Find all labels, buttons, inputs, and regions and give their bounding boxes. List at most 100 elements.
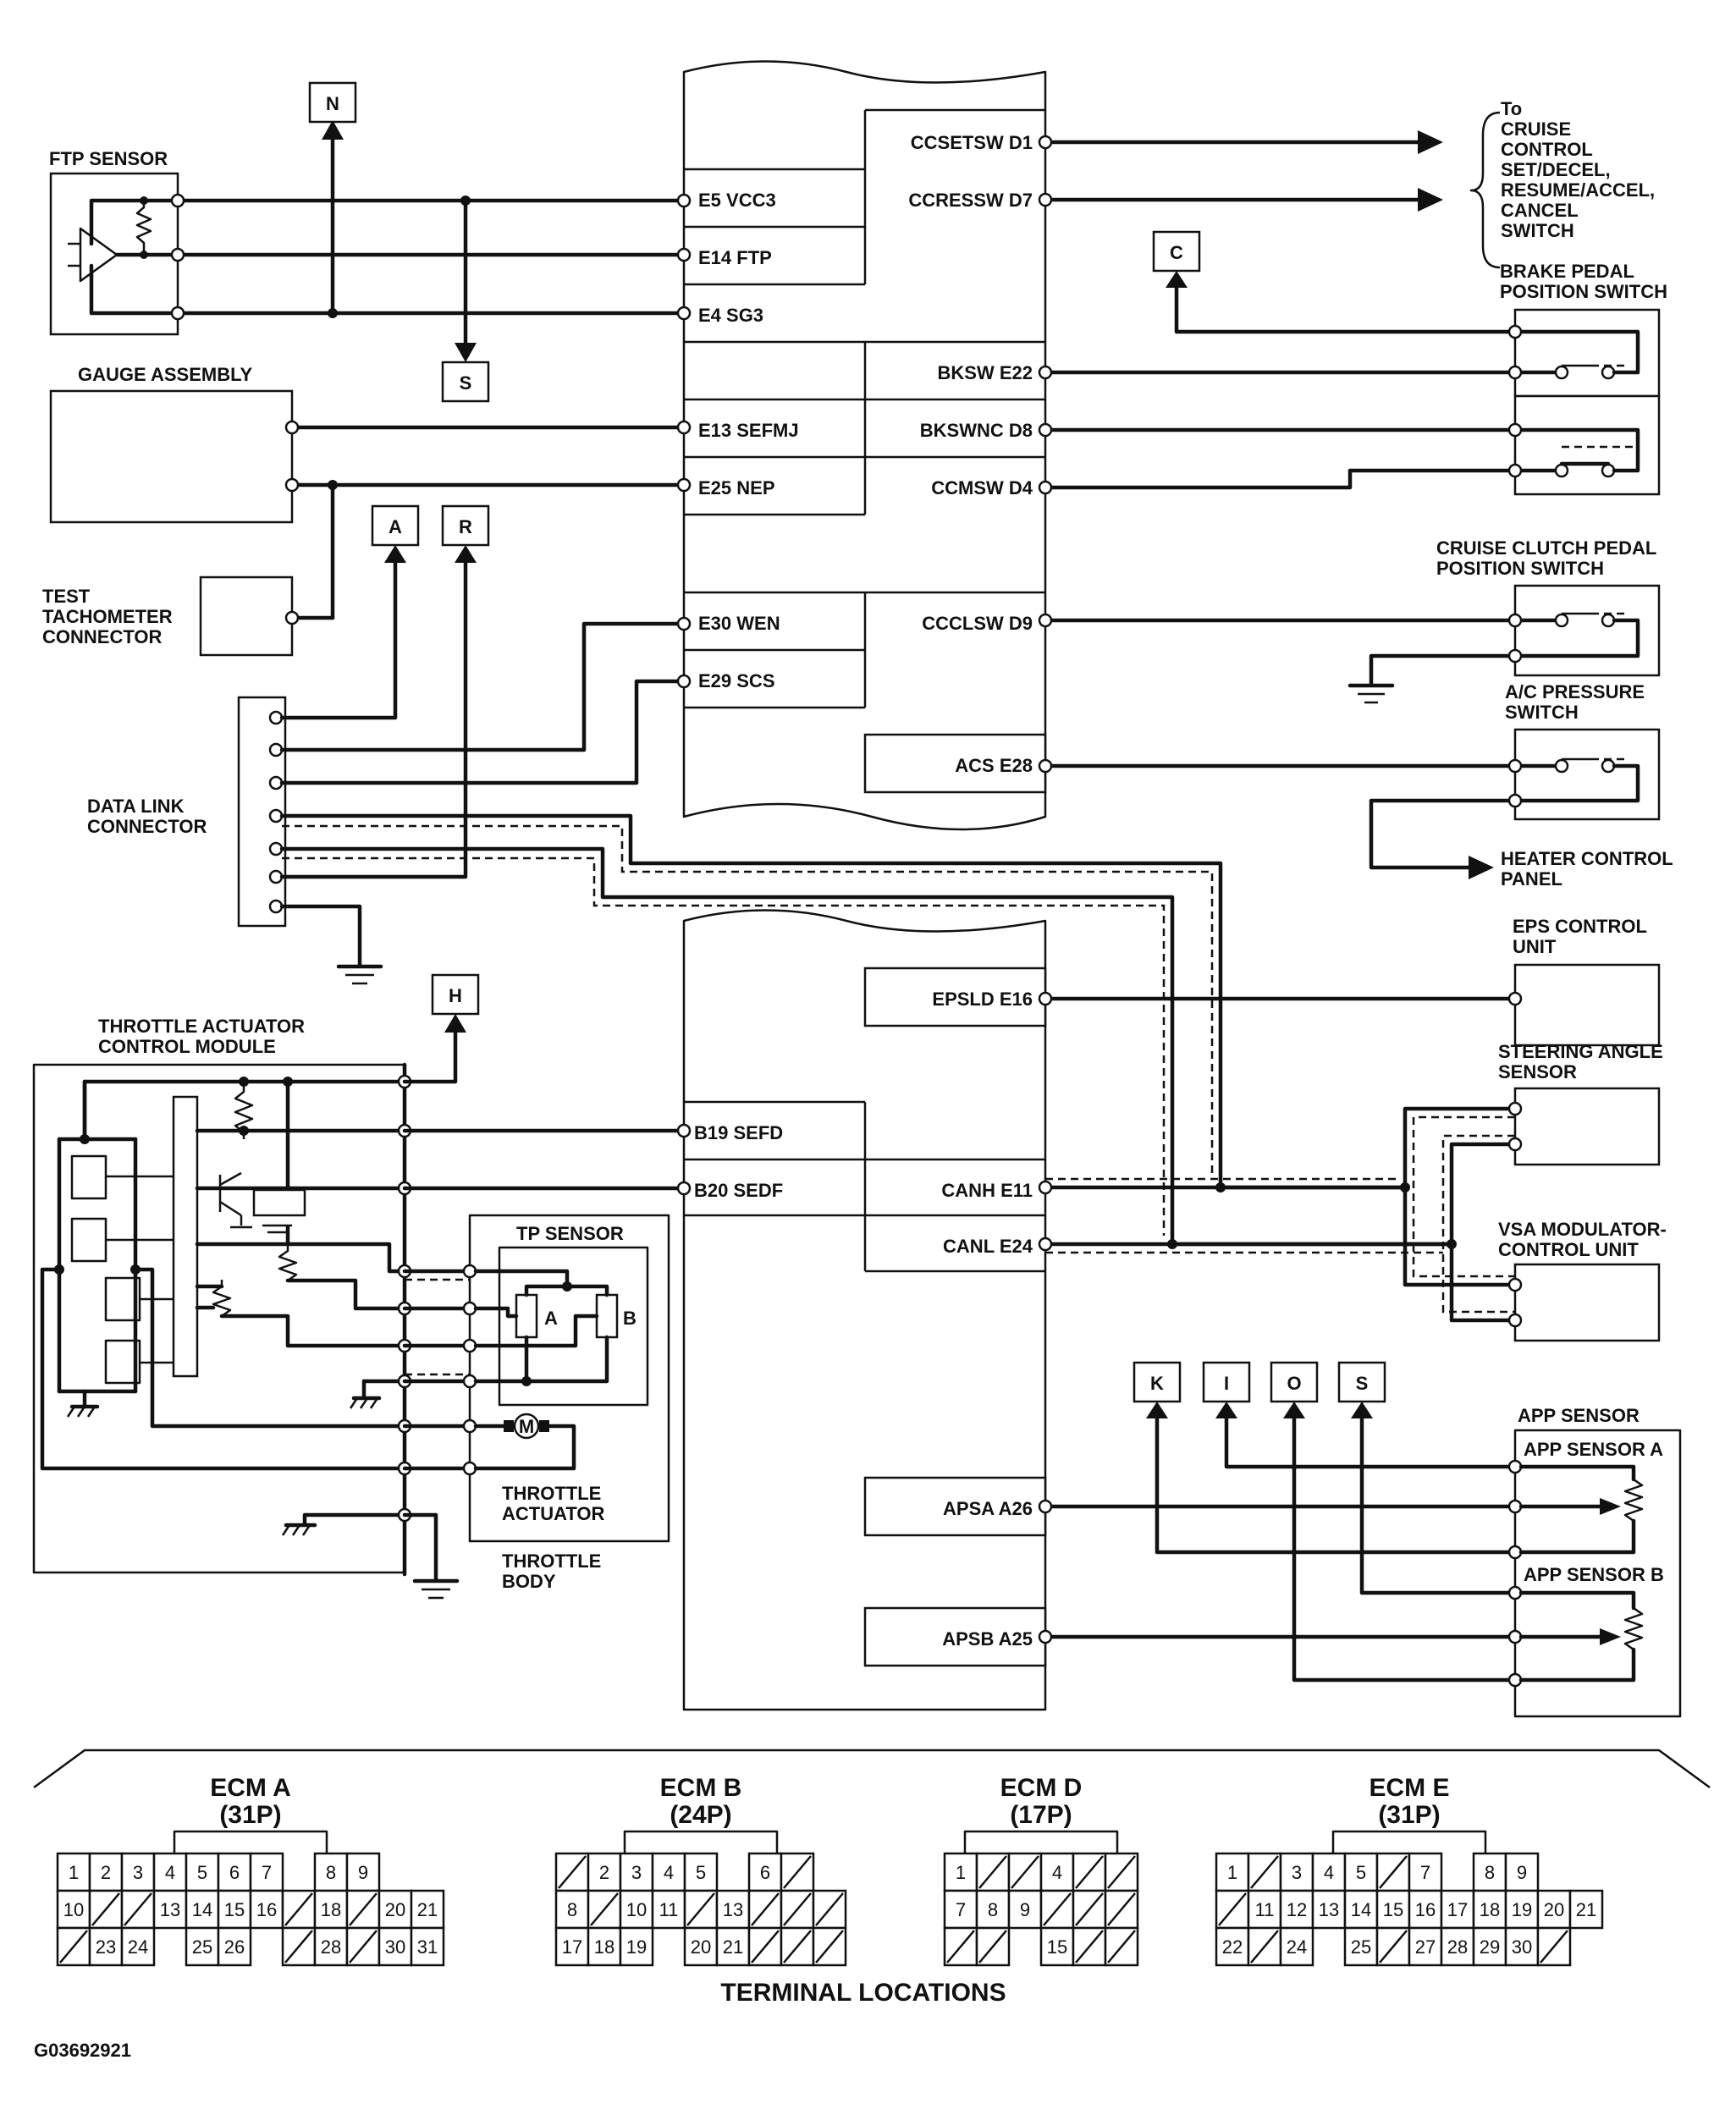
ecm-a-pin-28: 28 (321, 1936, 341, 1958)
ecm-b-pin-19: 19 (626, 1936, 647, 1958)
ecm-left-labels: E5 VCC3 E14 FTP E4 SG3 E13 SEFMJ E25 NEP… (694, 190, 799, 1201)
ecm-a-pin-18: 18 (321, 1899, 341, 1920)
ecm-d-cell (1104, 1852, 1139, 1892)
ecm-e-pin-7: 7 (1420, 1862, 1430, 1883)
svg-text:CONTROL MODULE: CONTROL MODULE (98, 1036, 276, 1057)
svg-text:CRUISE CLUTCH PEDAL: CRUISE CLUTCH PEDAL (1436, 537, 1656, 559)
ecm-a-pin-23: 23 (96, 1936, 116, 1958)
ecm-a-cell: 14 (185, 1889, 220, 1930)
ref-h: H (431, 973, 480, 1016)
ecm-a-pin-20: 20 (385, 1899, 405, 1920)
ecm-b-pin-count: (24P) (670, 1801, 731, 1829)
ecm-b-pin-2: 2 (599, 1862, 609, 1883)
ref-i: I (1202, 1361, 1251, 1403)
ecm-a25-label: APSB A25 (942, 1628, 1033, 1650)
svg-text:TP SENSOR: TP SENSOR (516, 1223, 624, 1244)
ecm-e16-label: EPSLD E16 (932, 989, 1033, 1010)
ecm-b-pin-21: 21 (723, 1936, 743, 1958)
ecm-e-pin-25: 25 (1351, 1936, 1371, 1958)
ecm-e-cell (1375, 1852, 1411, 1892)
ecm-e-cell: 1 (1215, 1852, 1250, 1892)
ecm-right-labels: CCSETSW D1 CCRESSW D7 BKSW E22 BKSWNC D8… (908, 132, 1033, 1650)
ecm-d-cell: 1 (943, 1852, 978, 1892)
ecm-a-cell: 26 (217, 1926, 252, 1967)
ecm-e4-label: E4 SG3 (698, 305, 763, 326)
ref-a: A (371, 504, 420, 547)
ecm-upper-block (682, 60, 1047, 831)
ecm-e-pin-17: 17 (1447, 1899, 1468, 1920)
svg-text:S: S (1356, 1373, 1369, 1394)
svg-text:BODY: BODY (502, 1571, 556, 1592)
ecm-e-cell: 22 (1215, 1926, 1250, 1967)
ftp-sensor-label: FTP SENSOR (49, 148, 168, 169)
svg-text:TACHOMETER: TACHOMETER (42, 606, 173, 627)
ecm-a-cell: 13 (152, 1889, 188, 1930)
ecm-a-cell: 23 (88, 1926, 124, 1967)
ecm-d-cell: 8 (975, 1889, 1011, 1930)
ecm-d-cell (1072, 1889, 1107, 1930)
ecm-e-pin-9: 9 (1517, 1862, 1527, 1883)
ecm-e-pin-14: 14 (1351, 1899, 1371, 1920)
ecm-b-cell (812, 1889, 847, 1930)
ecm-e5-label: E5 VCC3 (698, 190, 776, 211)
ref-o: O (1270, 1361, 1319, 1403)
ecm-a-pin-4: 4 (165, 1862, 175, 1883)
ecm-e-cell: 11 (1247, 1889, 1282, 1930)
svg-text:STEERING ANGLE: STEERING ANGLE (1498, 1041, 1663, 1062)
ecm-a-pin-7: 7 (262, 1862, 272, 1883)
ecm-b-cell (780, 1926, 815, 1967)
svg-text:H: H (449, 985, 462, 1006)
ecm-d-cell (975, 1926, 1011, 1967)
ecm-e-pin-22: 22 (1222, 1936, 1243, 1958)
ecm-b-cell: 18 (587, 1926, 622, 1967)
ecm-e-pin-15: 15 (1383, 1899, 1403, 1920)
ecm-d-pin-4: 4 (1052, 1862, 1062, 1883)
ecm-b-cell (747, 1926, 783, 1967)
ecm-d1-label: CCSETSW D1 (911, 132, 1033, 153)
ecm-a-cell: 1 (56, 1852, 91, 1892)
svg-text:A/C PRESSURE: A/C PRESSURE (1505, 681, 1645, 702)
ac-pressure-switch: A/C PRESSURE SWITCH HEATER CONTROL PANEL (1038, 681, 1673, 890)
ecm-a-pin-26: 26 (224, 1936, 245, 1958)
ecm-e-pin-8: 8 (1485, 1862, 1495, 1883)
ecm-b-pin-8: 8 (567, 1899, 577, 1920)
ecm-e-pin-13: 13 (1319, 1899, 1339, 1920)
ecm-a-cell: 5 (185, 1852, 220, 1892)
ecm-a-cell (88, 1889, 124, 1930)
ecm-b-cell: 5 (683, 1852, 719, 1892)
ecm-b19-label: B19 SEFD (694, 1122, 783, 1143)
ecm-e-cell: 9 (1504, 1852, 1540, 1892)
cruise-switch-wiring: To CRUISE CONTROL SET/DECEL, RESUME/ACCE… (1038, 98, 1655, 269)
ecm-b-cell: 20 (683, 1926, 719, 1967)
ecm-a26-label: APSA A26 (943, 1498, 1033, 1519)
ecm-e-cell (1536, 1926, 1572, 1967)
ecm-a-cell (56, 1926, 91, 1967)
terminal-locations-title: TERMINAL LOCATIONS (720, 1979, 1006, 2007)
ecm-a-pin-21: 21 (417, 1899, 438, 1920)
ecm-a-pin-16: 16 (256, 1899, 277, 1920)
ecm-e-pin-24: 24 (1287, 1936, 1307, 1958)
ecm-e-pin-28: 28 (1447, 1936, 1468, 1958)
ecm-a-cell (120, 1889, 156, 1930)
ecm-d4-label: CCMSW D4 (931, 477, 1033, 498)
ecm-a-cell (345, 1889, 381, 1930)
ecm-d-cell: 7 (943, 1889, 978, 1930)
ecm-d-pin-7: 7 (956, 1899, 966, 1920)
ecm-e-pin-5: 5 (1356, 1862, 1366, 1883)
ecm-a-cell: 18 (313, 1889, 349, 1930)
ecm-a-cell: 2 (88, 1852, 124, 1892)
ecm-e-cell: 29 (1472, 1926, 1507, 1967)
ecm-e-pin-count: (31P) (1378, 1801, 1440, 1829)
ecm-lower-block (682, 909, 1047, 1711)
ftp-sensor: FTP SENSOR (49, 148, 180, 336)
test-tachometer-connector: TEST TACHOMETER CONNECTOR (42, 576, 300, 657)
ecm-a-cell: 25 (185, 1926, 220, 1967)
svg-text:SET/DECEL,: SET/DECEL, (1501, 159, 1611, 180)
ecm-a-cell: 6 (217, 1852, 252, 1892)
